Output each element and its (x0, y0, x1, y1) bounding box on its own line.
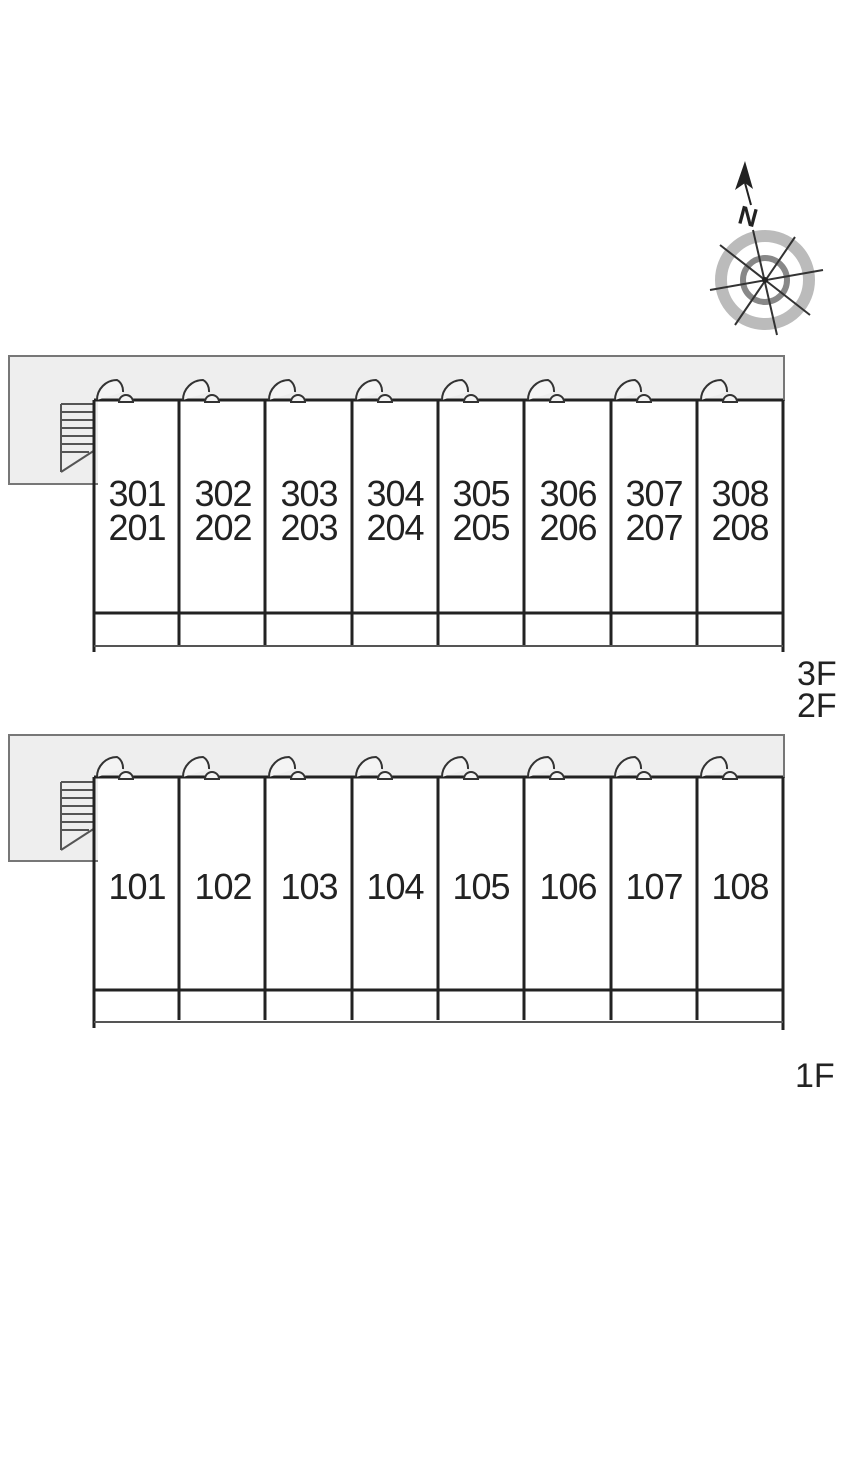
unit-number: 104 (366, 866, 424, 907)
unit-number: 105 (452, 866, 510, 907)
unit-301-201[interactable]: 301 201 (94, 400, 180, 613)
unit-108[interactable]: 108 (697, 777, 783, 990)
floor-label-3f: 3F (797, 655, 837, 693)
unit-number-top: 303 (280, 473, 338, 514)
unit-number-top: 302 (194, 473, 252, 514)
unit-number-top: 301 (108, 473, 166, 514)
unit-105[interactable]: 105 (438, 777, 524, 990)
unit-number: 102 (194, 866, 252, 907)
unit-number-bottom: 202 (194, 507, 252, 548)
unit-number-top: 308 (711, 473, 769, 514)
unit-303-203[interactable]: 303 203 (266, 400, 352, 613)
unit-number-bottom: 203 (280, 507, 338, 548)
unit-number-bottom: 205 (452, 507, 510, 548)
unit-number-bottom: 207 (625, 507, 683, 548)
unit-number-top: 305 (452, 473, 510, 514)
unit-103[interactable]: 103 (266, 777, 352, 990)
unit-307-207[interactable]: 307 207 (611, 400, 697, 613)
unit-grid-lower (92, 755, 785, 1030)
unit-number-bottom: 206 (539, 507, 597, 548)
unit-304-204[interactable]: 304 204 (352, 400, 438, 613)
unit-number: 103 (280, 866, 338, 907)
unit-306-206[interactable]: 306 206 (525, 400, 611, 613)
unit-number: 107 (625, 866, 683, 907)
unit-number-bottom: 204 (366, 507, 424, 548)
unit-number-top: 306 (539, 473, 597, 514)
unit-grid-upper (0, 0, 846, 700)
compass-rose-icon: N (695, 155, 835, 345)
unit-number: 108 (711, 866, 769, 907)
floor-label-1f: 1F (795, 1057, 835, 1095)
unit-101[interactable]: 101 (94, 777, 180, 990)
floor-label-2f: 2F (797, 687, 837, 725)
unit-102[interactable]: 102 (180, 777, 266, 990)
unit-107[interactable]: 107 (611, 777, 697, 990)
unit-106[interactable]: 106 (525, 777, 611, 990)
unit-number-top: 304 (366, 473, 424, 514)
unit-number-bottom: 208 (711, 507, 769, 548)
staircase-icon-lower (55, 778, 97, 853)
unit-305-205[interactable]: 305 205 (438, 400, 524, 613)
unit-number-top: 307 (625, 473, 683, 514)
unit-number: 106 (539, 866, 597, 907)
corridor-upper (8, 355, 785, 401)
unit-number-bottom: 201 (108, 507, 166, 548)
staircase-icon-upper (55, 400, 97, 475)
unit-number: 101 (108, 866, 166, 907)
unit-308-208[interactable]: 308 208 (697, 400, 783, 613)
unit-302-202[interactable]: 302 202 (180, 400, 266, 613)
unit-104[interactable]: 104 (352, 777, 438, 990)
